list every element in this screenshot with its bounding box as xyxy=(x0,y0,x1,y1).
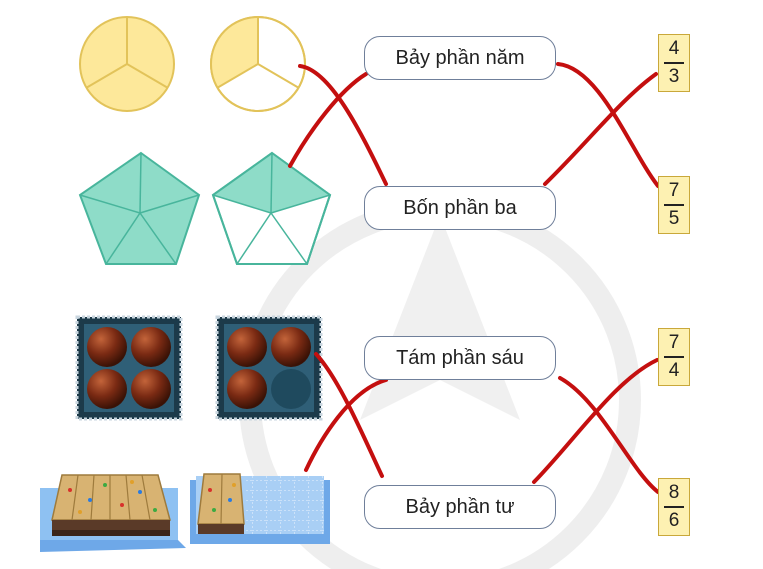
connector-cake-to-tam-phan-sau xyxy=(304,378,388,472)
label-tam-phan-sau[interactable]: Tám phần sáu xyxy=(364,336,556,380)
fraction-numerator: 4 xyxy=(668,38,680,59)
circle-all-shaded-figure xyxy=(79,16,175,112)
connector-circle-to-bon-phan-ba xyxy=(298,64,388,186)
ball-tray-three-figure xyxy=(215,315,323,421)
ball-tray-four-figure xyxy=(75,315,183,421)
fraction-numerator: 7 xyxy=(668,332,680,353)
label-bon-phan-ba[interactable]: Bốn phần ba xyxy=(364,186,556,230)
fraction-denominator: 4 xyxy=(668,360,680,381)
fraction-card-7-5[interactable]: 7 5 xyxy=(658,176,690,234)
fraction-card-7-4[interactable]: 7 4 xyxy=(658,328,690,386)
label-bay-phan-tu[interactable]: Bảy phần tư xyxy=(364,485,556,529)
fraction-denominator: 3 xyxy=(668,66,680,87)
fraction-bar xyxy=(664,356,684,358)
connector-lines xyxy=(288,62,660,494)
fraction-card-4-3[interactable]: 4 3 xyxy=(658,34,690,92)
fraction-numerator: 8 xyxy=(668,482,680,503)
fraction-denominator: 6 xyxy=(668,510,680,531)
fraction-bar xyxy=(664,62,684,64)
connector-tray-to-bay-phan-tu xyxy=(314,352,384,478)
connector-tam-phan-sau-to-8-6 xyxy=(558,376,660,494)
circle-one-third-shaded-figure xyxy=(210,16,306,112)
connector-bay-phan-tu-to-7-4 xyxy=(532,358,659,484)
fraction-denominator: 5 xyxy=(668,208,680,229)
pentagon-all-shaded-figure xyxy=(78,151,201,265)
cake-slab-two-sixths-figure xyxy=(190,473,330,544)
connector-bon-phan-ba-to-4-3 xyxy=(543,72,658,186)
pentagon-two-fifths-shaded-figure xyxy=(211,151,332,265)
fraction-bar xyxy=(664,204,684,206)
connector-pentagon-to-bay-phan-nam xyxy=(288,72,368,168)
cake-slab-full-figure xyxy=(40,474,186,552)
fraction-bar xyxy=(664,506,684,508)
fraction-numerator: 7 xyxy=(668,180,680,201)
fraction-card-8-6[interactable]: 8 6 xyxy=(658,478,690,536)
label-bay-phan-nam[interactable]: Bảy phần năm xyxy=(364,36,556,80)
